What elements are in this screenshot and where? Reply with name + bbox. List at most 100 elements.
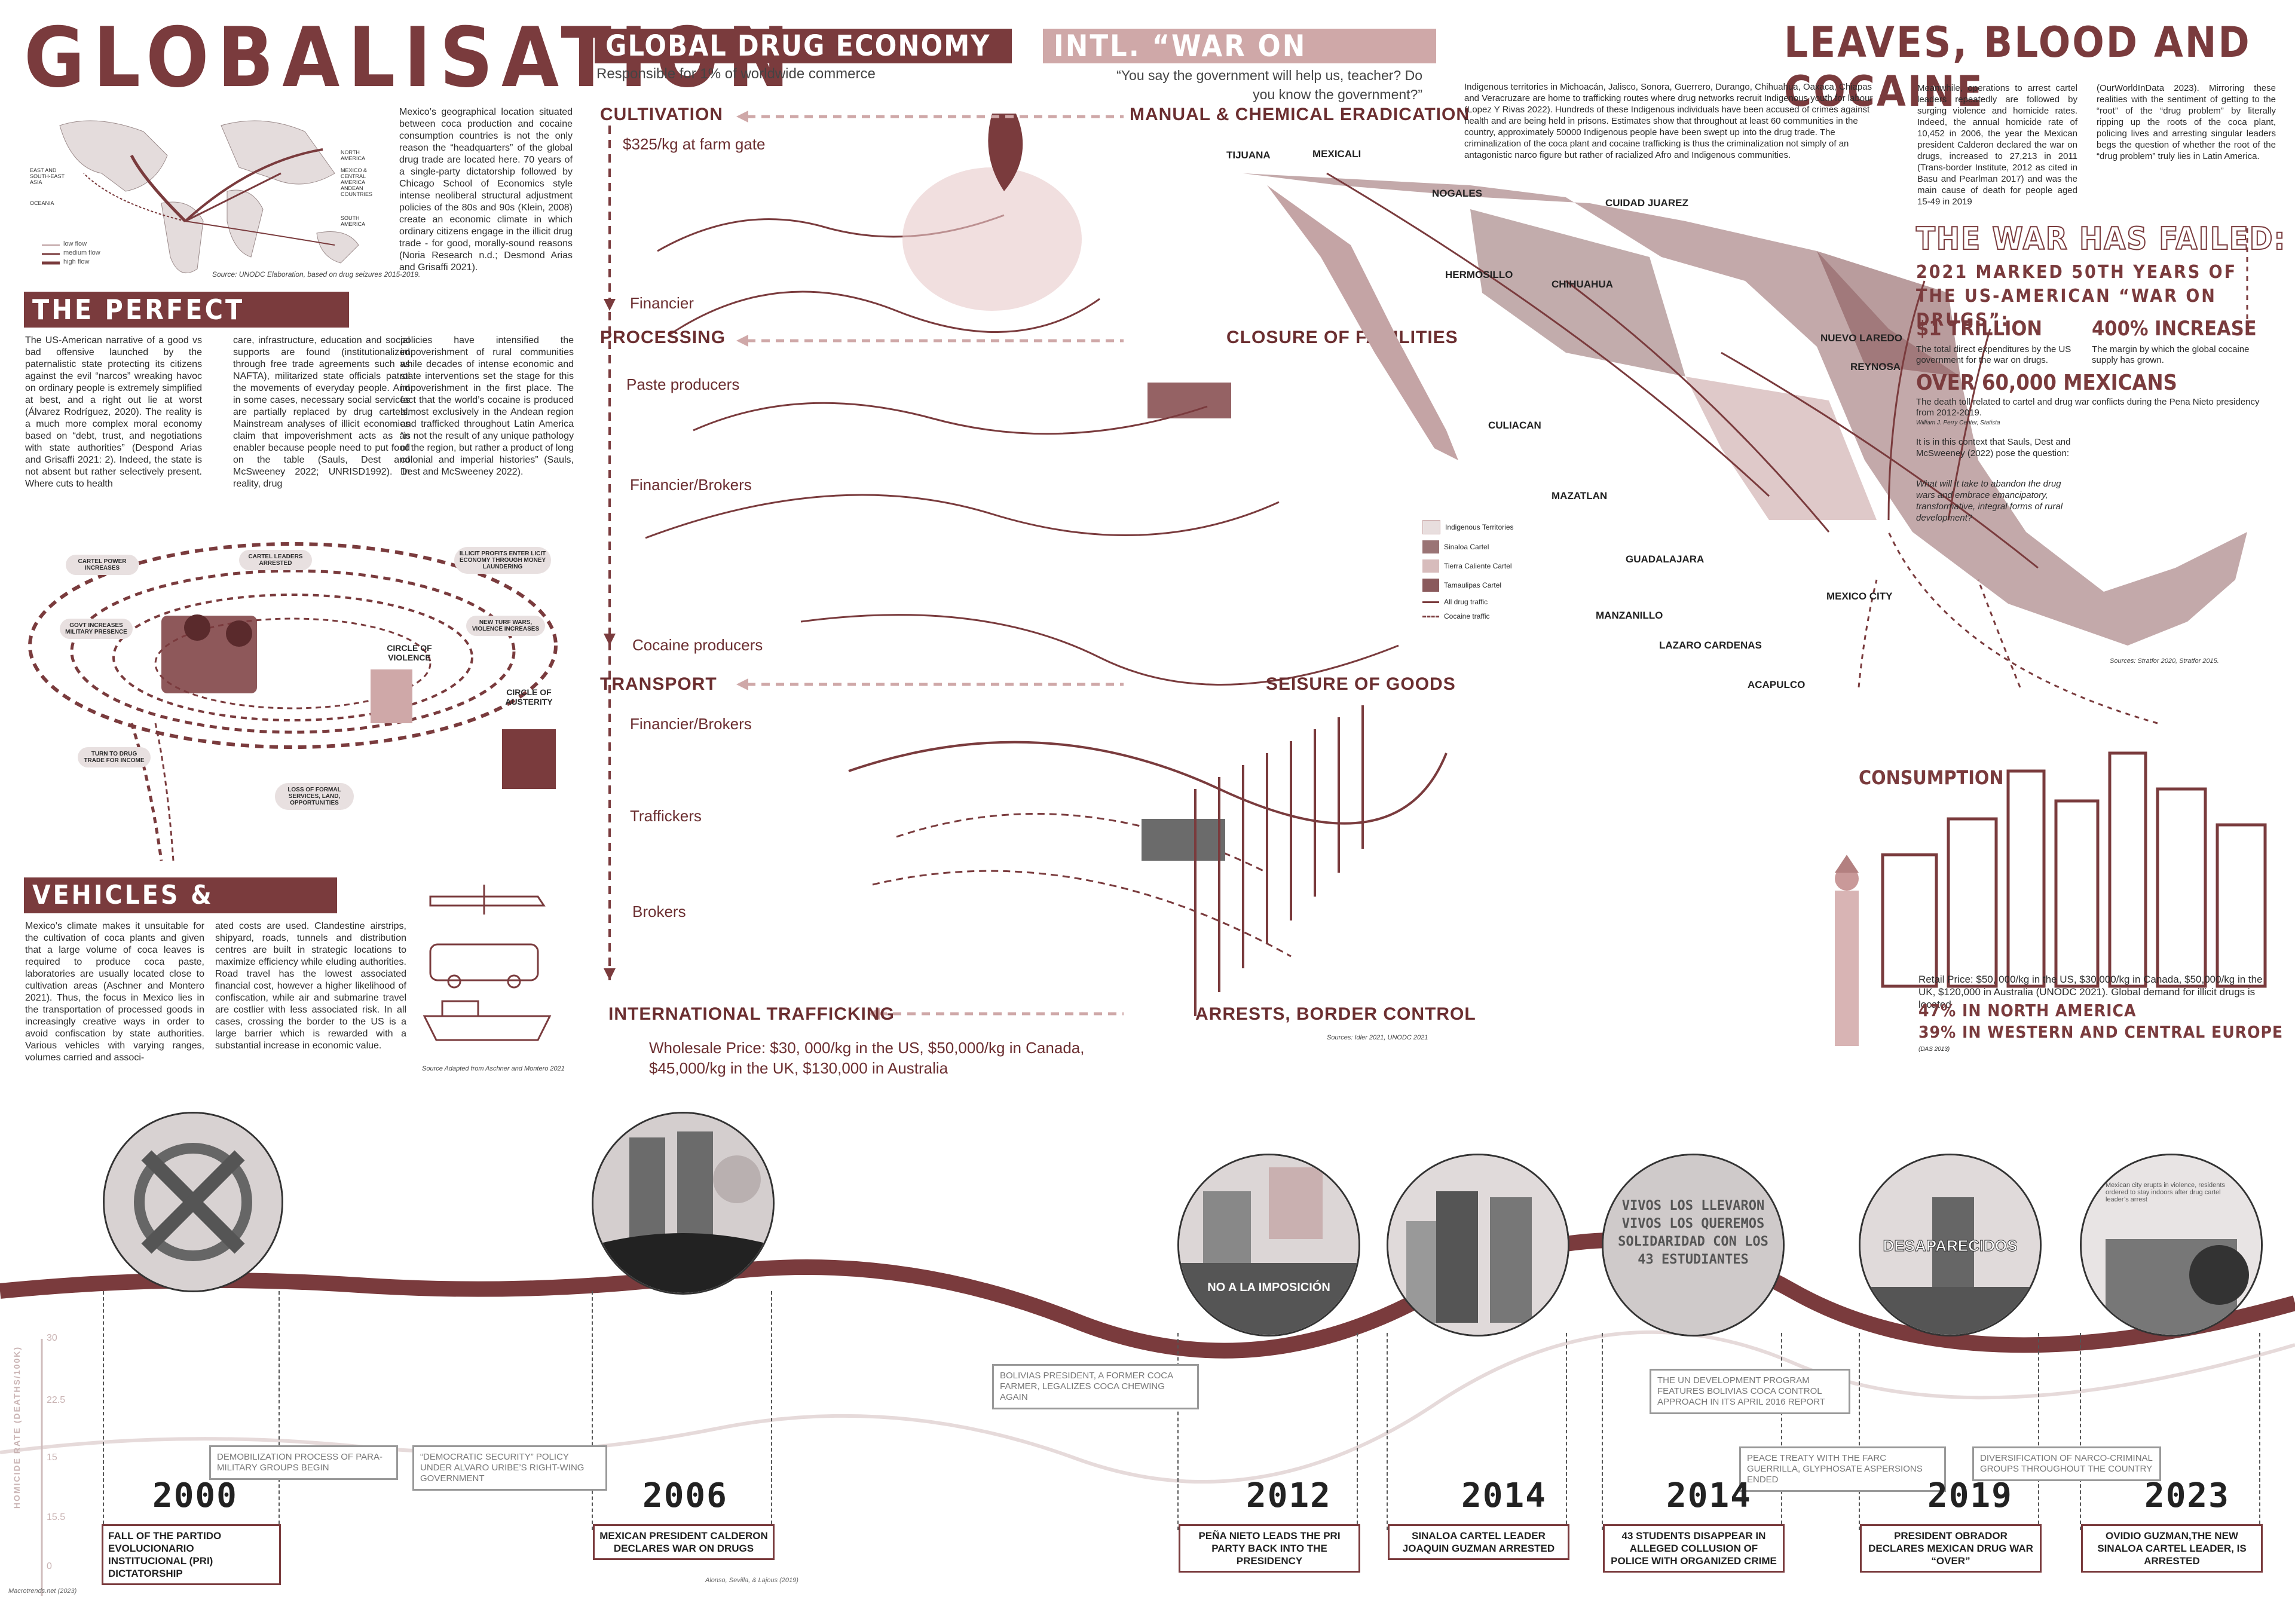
trillion-desc: The total direct expenditures by the US … xyxy=(1916,344,2071,365)
region-label: OCEANIA xyxy=(30,200,54,206)
stage-processing: PROCESSING xyxy=(600,328,726,347)
year-label: 2019 xyxy=(1927,1476,2013,1515)
tl-line xyxy=(771,1291,772,1530)
right-col-2: (OurWorldInData 2023). Mirroring these r… xyxy=(2097,83,2276,161)
legend-row: Tamaulipas Cartel xyxy=(1422,579,1566,592)
world-map-source: Source: UNODC Elaboration, based on drug… xyxy=(212,270,421,279)
europe-share: 39% IN WESTERN AND CENTRAL EUROPE xyxy=(1918,1022,2284,1042)
legend-row: Sinaloa Cartel xyxy=(1422,540,1566,553)
storm-col-2: care, infrastructure, education and soci… xyxy=(233,335,410,489)
photo-2023: Mexican city erupts in violence, residen… xyxy=(2080,1154,2263,1336)
retail-price: Retail Price: $50, 000/kg in the US, $30… xyxy=(1918,974,2263,1010)
city-label: GUADALAJARA xyxy=(1626,553,1705,565)
region-label: NORTH AMERICA xyxy=(341,149,366,161)
photo-2014b: VIVOS LOS LLEVARON VIVOS LOS QUEREMOS SO… xyxy=(1602,1154,1785,1336)
fifty-years: 2021 MARKED 50TH YEARS OF THE US-AMERICA… xyxy=(1916,262,2238,331)
vortex-label: CIRCLE OF AUSTERITY xyxy=(505,687,553,707)
event-box: FALL OF THE PARTIDO EVOLUCIONARIO INSTIT… xyxy=(102,1524,281,1585)
economy-subtitle: Responsible for 1% of worldwide commerce xyxy=(596,66,876,82)
actor-cocaine: Cocaine producers xyxy=(632,636,763,654)
actor-traffickers: Traffickers xyxy=(630,807,702,825)
photo-2014a xyxy=(1387,1154,1569,1336)
mexicans-desc: The death toll related to cartel and dru… xyxy=(1916,397,2260,418)
tl-line xyxy=(1357,1333,1358,1530)
mexicans-src: William J. Perry Center, Statista xyxy=(1916,420,2000,426)
legend-label: Sinaloa Cartel xyxy=(1444,543,1489,551)
axis-tick: 22.5 xyxy=(47,1395,66,1405)
city-label: HERMOSILLO xyxy=(1445,269,1513,280)
stage-intl: INTERNATIONAL TRAFFICKING xyxy=(608,1004,895,1024)
legend-high: high flow xyxy=(63,258,90,265)
vehicles-source: Source Adapted from Aschner and Montero … xyxy=(422,1065,565,1072)
vortex-diagram: CARTEL POWER INCREASES CARTEL LEADERS AR… xyxy=(12,526,586,867)
stage-seisure: SEISURE OF GOODS xyxy=(1266,674,1456,694)
landscape-illustration xyxy=(622,84,1458,1034)
grey-note: THE UN DEVELOPMENT PROGRAM FEATURES BOLI… xyxy=(1650,1369,1850,1414)
city-label: CUIDAD JUAREZ xyxy=(1605,197,1688,209)
legend-low: low flow xyxy=(63,240,87,247)
north-america-share: 47% IN NORTH AMERICA xyxy=(1918,1001,2137,1020)
tl-line xyxy=(279,1291,280,1530)
year-label: 2023 xyxy=(2144,1476,2230,1515)
actor-brokers: Brokers xyxy=(632,903,686,920)
axis-tick: 15 xyxy=(47,1452,57,1463)
perfect-storm-title: THE PERFECT STORM xyxy=(24,292,349,362)
photo-2000 xyxy=(103,1112,283,1292)
tl-line xyxy=(1177,1333,1179,1530)
axis-tick: 30 xyxy=(47,1333,57,1343)
vortex-label: ILLICIT PROFITS ENTER LICIT ECONOMY THRO… xyxy=(454,547,551,574)
event-box: MEXICAN PRESIDENT CALDERON DECLARES WAR … xyxy=(593,1524,775,1560)
skyline xyxy=(1817,735,2283,1070)
question-text: What will it take to abandon the drug wa… xyxy=(1916,479,2063,523)
storm-col-1: The US-American narrative of a good vs b… xyxy=(25,335,202,489)
year-label: 2014 xyxy=(1666,1476,1752,1515)
legend-label: All drug traffic xyxy=(1444,598,1488,606)
actor-financier: Financier xyxy=(630,294,694,312)
tl-line xyxy=(2038,1333,2039,1530)
vortex-label: LOSS OF FORMAL SERVICES, LAND, OPPORTUNI… xyxy=(275,783,354,810)
consumption-title: CONSUMPTION xyxy=(1859,766,2004,789)
increase: 400% INCREASE xyxy=(2092,317,2257,341)
banner-text: VIVOS LOS LLEVARON VIVOS LOS QUEREMOS SO… xyxy=(1618,1198,1768,1267)
event-box: 43 STUDENTS DISAPPEAR IN ALLEGED COLLUSI… xyxy=(1603,1524,1785,1573)
mexico-map xyxy=(1231,149,2277,735)
region-label: MEXICO & CENTRAL AMERICA xyxy=(341,167,368,185)
wholesale-price: Wholesale Price: $30, 000/kg in the US, … xyxy=(649,1039,1085,1077)
war-failed: THE WAR HAS FAILED: xyxy=(1915,221,2287,258)
event-box: OVIDIO GUZMAN,THE NEW SINALOA CARTEL LEA… xyxy=(2081,1524,2263,1573)
year-label: 2014 xyxy=(1461,1476,1547,1515)
legend-medium: medium flow xyxy=(63,249,100,256)
tl-line xyxy=(1387,1333,1388,1530)
city-label: NOGALES xyxy=(1432,188,1483,199)
vortex-label: GOVT INCREASES MILITARY PRESENCE xyxy=(60,619,133,639)
actor-fin-brokers-2: Financier/Brokers xyxy=(630,715,752,733)
vehicles-col-2: ated costs are used. Clandestine airstri… xyxy=(215,921,406,1051)
legend-label: Tamaulipas Cartel xyxy=(1444,581,1502,589)
war-quote: “You say the government will help us, te… xyxy=(1116,68,1422,102)
region-label: ANDEAN COUNTRIES xyxy=(341,185,373,197)
stage-closure: CLOSURE OF FACILITIES xyxy=(1226,328,1458,347)
legend-label: Tierra Caliente Cartel xyxy=(1444,562,1512,570)
legend-row: Cocaine traffic xyxy=(1422,612,1566,620)
tl-line xyxy=(103,1291,104,1530)
city-label: NUEVO LAREDO xyxy=(1820,332,1902,344)
tl-line xyxy=(1566,1333,1567,1530)
vortex-label: CIRCLE OF VIOLENCE xyxy=(387,643,432,662)
event-box: SINALOA CARTEL LEADER JOAQUIN GUZMAN ARR… xyxy=(1388,1524,1569,1560)
year-label: 2006 xyxy=(642,1476,728,1515)
legend-label: Indigenous Territories xyxy=(1445,523,1514,531)
legend-row: All drug traffic xyxy=(1422,598,1566,606)
mexicans: OVER 60,000 MEXICANS xyxy=(1916,371,2177,395)
event-box: PEÑA NIETO LEADS THE PRI PARTY BACK INTO… xyxy=(1179,1524,1360,1573)
legend-row: Indigenous Territories xyxy=(1422,520,1566,534)
intro-text: Mexico’s geographical location situated … xyxy=(399,107,573,273)
actor-paste: Paste producers xyxy=(626,375,740,393)
city-label: CHIHUAHUA xyxy=(1552,279,1613,290)
protest-sign: NO A LA IMPOSICIÓN xyxy=(1207,1281,1330,1294)
indigenous-text: Indigenous territories in Michoacán, Jal… xyxy=(1464,82,1873,160)
city-label: REYNOSA xyxy=(1850,361,1901,372)
right-title: LEAVES, BLOOD AND COCAINE xyxy=(1784,18,2251,116)
region-label: EAST AND SOUTH-EAST ASIA xyxy=(30,167,65,185)
flow-arrows xyxy=(598,108,1136,1040)
consumption-src: (DAS 2013) xyxy=(1918,1046,1950,1053)
